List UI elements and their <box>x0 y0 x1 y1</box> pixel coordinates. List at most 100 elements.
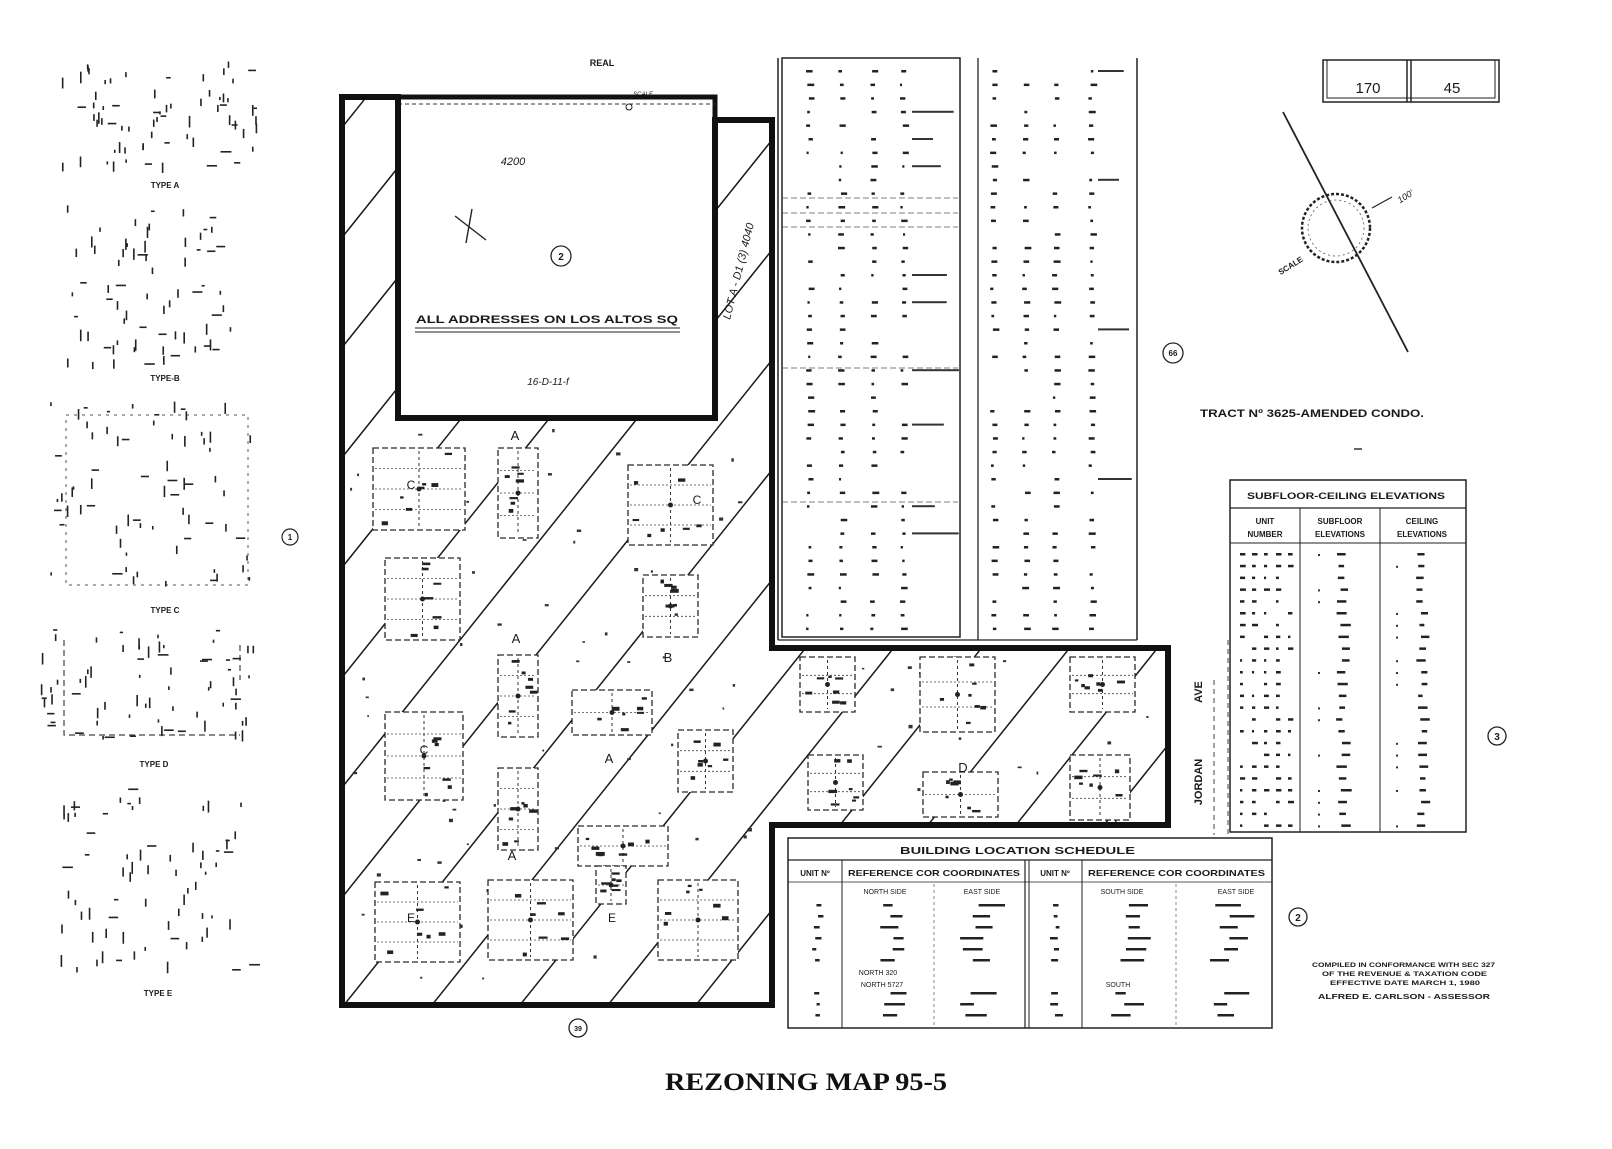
unit-number-mark <box>832 690 840 694</box>
type-drawing-mark <box>138 674 141 678</box>
unit-number-mark <box>517 472 524 475</box>
list-entry-mark <box>807 491 811 495</box>
unit-number-mark <box>416 908 424 911</box>
type-drawing-mark <box>177 289 179 298</box>
elevation-mark <box>1288 789 1293 792</box>
elevation-mark <box>1276 694 1280 698</box>
elevation-mark <box>1341 824 1351 827</box>
unit-number-mark <box>1079 769 1088 773</box>
list-entry-mark <box>1090 342 1093 345</box>
type-drawing-mark <box>126 854 128 860</box>
elevation-mark <box>1419 789 1426 792</box>
type-drawing-mark <box>216 573 218 582</box>
hatch-line <box>795 97 1168 1005</box>
unit-list-panel <box>777 57 1138 641</box>
list-entry-mark <box>1023 546 1029 549</box>
list-entry-mark <box>902 151 909 155</box>
list-entry-mark <box>1090 382 1095 386</box>
scan-speck <box>627 758 631 761</box>
unit-center-point <box>668 502 673 508</box>
elevation-mark <box>1419 647 1427 650</box>
scan-speck <box>362 677 365 681</box>
elevation-mark <box>1338 694 1347 698</box>
parcel-circle-2: 2 <box>1288 907 1308 927</box>
type-drawing-mark <box>223 490 225 497</box>
scan-speck <box>361 913 365 916</box>
list-entry-mark <box>901 382 909 386</box>
list-entry-mark <box>1089 314 1095 318</box>
elevation-mark <box>1338 777 1347 780</box>
unit-number-mark <box>418 486 425 490</box>
schedule-mark <box>1050 1003 1059 1006</box>
list-entry-mark <box>872 260 877 263</box>
list-entry-mark <box>1088 355 1096 359</box>
list-entry-mark <box>1052 546 1057 549</box>
type-drawing-mark <box>194 346 197 353</box>
schedule-mark <box>1115 992 1126 995</box>
schedule-mark <box>1213 1003 1228 1006</box>
list-entry-mark <box>991 614 997 617</box>
scan-speck <box>352 771 358 775</box>
type-drawing-mark <box>133 951 136 960</box>
list-entry-mark <box>872 246 877 250</box>
type-drawing-mark <box>83 407 88 409</box>
list-entry-mark <box>991 478 996 481</box>
list-entry-mark <box>806 437 812 440</box>
type-drawing-mark <box>51 694 53 705</box>
unit-number-mark <box>509 497 518 500</box>
type-drawing-mark <box>132 576 135 585</box>
list-entry-mark <box>807 110 810 114</box>
elevation-mark <box>1240 824 1243 827</box>
type-drawing-mark <box>43 698 46 708</box>
unit-center-point <box>420 596 425 602</box>
type-drawing-mark <box>104 736 115 739</box>
type-drawing-mark <box>113 359 115 369</box>
type-drawing-mark <box>192 842 194 853</box>
parcel-circle-66: 66 <box>1162 342 1184 364</box>
type-drawing-mark <box>142 143 144 151</box>
elevation-mark <box>1252 647 1257 650</box>
unit-center-point <box>608 882 614 888</box>
type-drawing-mark <box>211 226 213 233</box>
type-drawing-mark <box>88 907 91 920</box>
type-drawing-mark <box>208 89 211 97</box>
unit-number-mark <box>585 837 590 841</box>
list-entry-mark <box>806 151 809 155</box>
block-letter: C <box>693 493 702 507</box>
list-entry-mark <box>1089 287 1094 291</box>
type-drawing-mark <box>91 361 94 370</box>
elevation-mark <box>1318 825 1320 828</box>
type-drawing-mark <box>125 159 127 163</box>
unit-number-mark <box>514 894 522 898</box>
unit-number-mark <box>687 884 692 888</box>
type-drawing-mark <box>151 525 154 530</box>
elevation-mark <box>1264 730 1268 733</box>
list-entry-mark <box>902 274 906 277</box>
elevation-mark <box>1276 789 1282 792</box>
type-drawing-mark <box>125 310 128 321</box>
type-drawing-mark <box>59 523 65 526</box>
type-drawing-mark <box>229 327 232 332</box>
scan-speck <box>1017 766 1022 769</box>
elevation-mark <box>1264 612 1267 615</box>
scan-speck <box>616 452 621 456</box>
list-entry-mark <box>1089 124 1094 127</box>
type-drawing-mark <box>166 76 171 79</box>
map-top-label: REAL <box>590 58 615 68</box>
schedule-row-label: NORTH 320 <box>859 970 897 977</box>
list-entry-mark <box>992 546 1000 549</box>
unit-number-mark <box>433 582 442 585</box>
list-entry-mark <box>902 573 907 576</box>
type-drawing-mark <box>227 61 230 68</box>
type-c-outline <box>65 414 249 586</box>
list-entry-mark <box>990 287 994 291</box>
type-drawing-mark <box>121 438 130 441</box>
scan-speck <box>743 835 747 839</box>
list-entry-mark <box>902 532 906 535</box>
list-entry-mark <box>1090 423 1096 427</box>
list-entry-mark <box>1088 206 1091 209</box>
scan-speck <box>448 818 453 823</box>
type-drawing-mark <box>156 116 158 122</box>
type-drawing-mark <box>119 631 124 634</box>
elevation-mark <box>1288 730 1292 733</box>
